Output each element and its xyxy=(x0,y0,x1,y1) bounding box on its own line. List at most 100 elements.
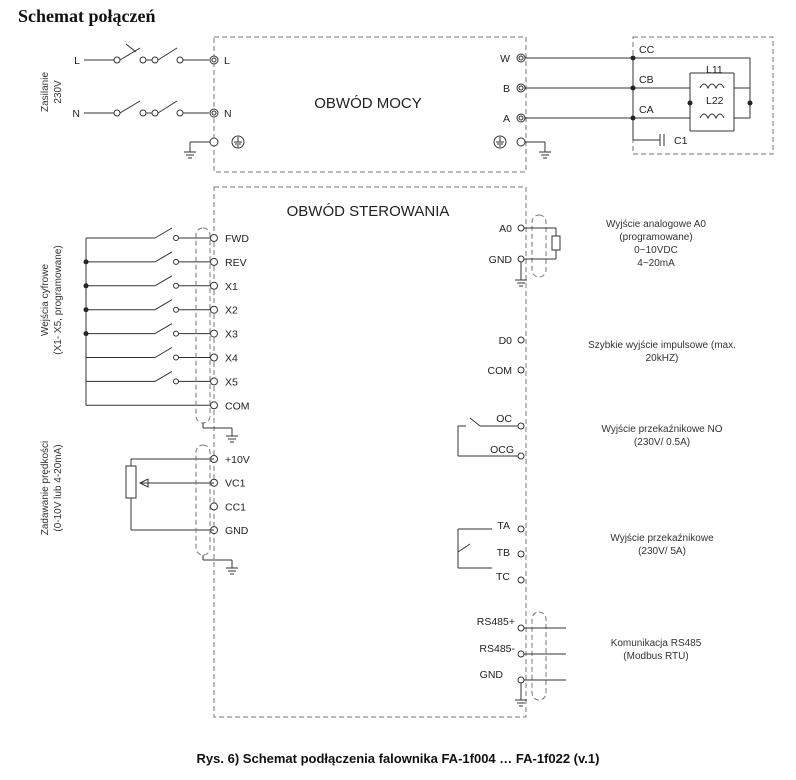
junction-dot xyxy=(747,100,753,106)
output-a0-terminal xyxy=(517,224,525,232)
motor-cc-label: CC xyxy=(639,44,655,56)
supply-wire-n: N xyxy=(72,108,80,120)
analog-output-wiring xyxy=(515,214,561,287)
digital-input-row: X4 xyxy=(86,347,238,365)
terminal-com xyxy=(210,401,218,410)
output-gnd-label: GND xyxy=(489,254,513,266)
power-in-n-label: N xyxy=(224,108,232,120)
power-out-b-label: B xyxy=(503,83,510,95)
digital-input-row: FWD xyxy=(86,227,249,245)
digital-inputs-label-2: (X1- X5, programowane) xyxy=(53,245,64,355)
power-out-w-label: W xyxy=(500,53,510,65)
ground-icon xyxy=(202,555,238,575)
relay-desc-2: (230V/ 5A) xyxy=(638,546,686,557)
terminal-label-x5: X5 xyxy=(225,376,238,388)
relay-no-wiring xyxy=(457,417,518,457)
terminal-label-rev: REV xyxy=(225,257,247,269)
motor-cb-label: CB xyxy=(639,74,654,86)
relay-no-desc-1: Wyjście przekaźnikowe NO xyxy=(601,424,722,435)
relay-wiring xyxy=(457,528,492,569)
speed-terminal-row: GND xyxy=(210,525,249,537)
output-rs485-gnd-label: GND xyxy=(480,669,504,681)
ground-icon xyxy=(493,135,507,149)
supply-n-line xyxy=(84,100,209,117)
supply-label-2: 230V xyxy=(53,80,64,104)
output-ta-terminal xyxy=(517,525,525,533)
analog-desc-2: (programowane) xyxy=(619,232,692,243)
terminal-x5 xyxy=(210,377,218,386)
speed-terminal-row: VC1 xyxy=(210,478,246,490)
rs485-desc-2: (Modbus RTU) xyxy=(623,651,688,662)
terminal-x3 xyxy=(210,329,218,338)
digital-input-row: X2 xyxy=(83,299,238,317)
terminal-label-x3: X3 xyxy=(225,329,238,341)
terminal-x1 xyxy=(210,281,218,290)
power-in-l-label: L xyxy=(224,55,230,67)
terminal-label-vc1: VC1 xyxy=(225,478,246,490)
terminal-fwd xyxy=(210,234,218,242)
output-ocg-terminal xyxy=(517,452,525,460)
output-oc-label: OC xyxy=(496,413,512,425)
output-tc-terminal xyxy=(517,576,525,584)
pulse-desc-1: Szybkie wyjście impulsowe (max. xyxy=(588,340,736,351)
control-block xyxy=(213,186,527,718)
ground-icon xyxy=(202,423,238,443)
output-ocg-label: OCG xyxy=(490,444,514,456)
analog-desc-3: 0~10VDC xyxy=(634,245,678,256)
output-com-terminal xyxy=(517,366,525,374)
digital-inputs-label-1: Wejścia cyfrowe xyxy=(40,264,51,336)
terminal-cc1 xyxy=(210,502,218,511)
output-rs485n-terminal xyxy=(517,650,525,658)
output-ta-label: TA xyxy=(497,520,510,532)
pulse-desc-2: 20kHZ) xyxy=(646,353,679,364)
motor-l22-label: L22 xyxy=(706,95,724,107)
potentiometer-icon xyxy=(125,458,214,531)
ground-icon xyxy=(231,135,245,149)
terminal-x2 xyxy=(210,305,218,314)
shield-cable-speed xyxy=(195,444,211,556)
terminal-label-plus10v: +10V xyxy=(225,454,250,466)
motor-coils xyxy=(699,83,725,120)
motor-l11-label: L11 xyxy=(706,64,723,76)
relay-no-desc-2: (230V/ 0.5A) xyxy=(634,437,690,448)
digital-input-row: COM xyxy=(86,400,250,412)
output-rs485-gnd-terminal xyxy=(517,676,525,684)
output-d0-label: D0 xyxy=(499,335,513,347)
speed-setting-label-1: Zadawanie prędkości xyxy=(40,441,51,536)
analog-desc-1: Wyjście analogowe A0 xyxy=(606,219,706,230)
control-block-title: OBWÓD STEROWANIA xyxy=(287,203,450,220)
speed-terminal-row: CC1 xyxy=(210,501,246,513)
relay-desc-1: Wyjście przekaźnikowe xyxy=(610,533,714,544)
digital-input-row: X5 xyxy=(86,370,238,388)
analog-desc-4: 4~20mA xyxy=(637,258,675,269)
output-rs485n-label: RS485- xyxy=(479,643,515,655)
output-a0-label: A0 xyxy=(499,223,512,235)
output-com-label: COM xyxy=(488,365,513,377)
rs485-desc-1: Komunikacja RS485 xyxy=(611,638,702,649)
rs485-wiring xyxy=(515,611,566,707)
supply-label-1: Zasilanie xyxy=(40,72,51,112)
output-tb-label: TB xyxy=(497,547,510,559)
motor-c1-label: C1 xyxy=(674,135,688,147)
output-d0-terminal xyxy=(517,336,525,344)
speed-terminal-row: +10V xyxy=(210,454,250,466)
terminal-label-cc1: CC1 xyxy=(225,501,246,513)
output-oc-terminal xyxy=(517,422,525,430)
terminal-label-x1: X1 xyxy=(225,281,238,293)
digital-input-row: X3 xyxy=(83,323,238,341)
terminal-x4 xyxy=(210,353,218,362)
output-tb-terminal xyxy=(517,550,525,558)
ground-icon xyxy=(516,137,551,159)
ground-icon xyxy=(184,137,219,159)
junction-dot xyxy=(630,55,636,61)
junction-dot xyxy=(630,85,636,91)
shield-cable-digital xyxy=(195,227,211,424)
terminal-rev xyxy=(210,257,218,266)
power-block xyxy=(213,36,527,173)
power-out-a-label: A xyxy=(503,113,510,125)
digital-input-row: REV xyxy=(83,251,247,269)
terminal-label-x2: X2 xyxy=(225,305,238,317)
